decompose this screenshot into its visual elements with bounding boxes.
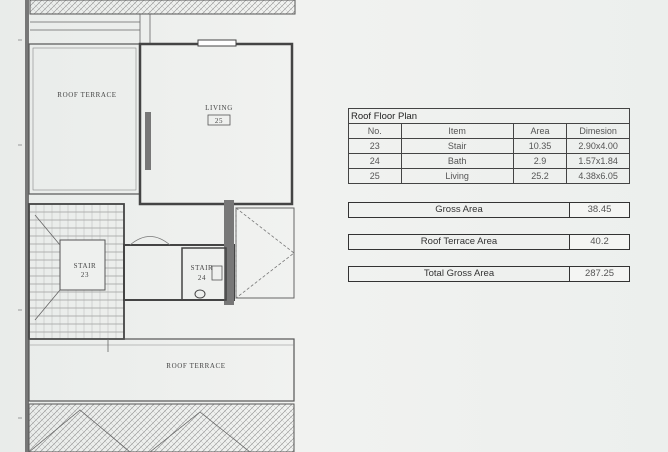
gross-area-box: Gross Area 38.45 — [348, 202, 630, 218]
table-title: Roof Floor Plan — [348, 108, 630, 124]
stair-number: 23 — [81, 271, 89, 279]
table-row: 24 Bath 2.9 1.57x1.84 — [348, 153, 630, 169]
column-header-area: Area — [512, 123, 568, 139]
roof-terrace-bottom-label: ROOF TERRACE — [166, 362, 225, 370]
cell-item: Stair — [400, 138, 514, 154]
cell-no: 25 — [348, 168, 402, 184]
stair-label: STAIR — [74, 262, 97, 270]
floor-plan-svg: ROOF TERRACE LIVING 25 STAIR 23 STAIR 24… — [18, 0, 296, 452]
roof-terrace-area-label: Roof Terrace Area — [420, 236, 498, 247]
bath-label: STAIR — [191, 264, 214, 272]
table-header-row: No. Item Area Dimesion — [348, 123, 630, 139]
cell-item: Bath — [400, 153, 514, 169]
cell-item: Living — [400, 168, 514, 184]
table-caption-row: Roof Floor Plan — [348, 108, 630, 124]
gross-area-value: 38.45 — [569, 203, 629, 217]
roof-terrace-top-label: ROOF TERRACE — [57, 91, 116, 99]
living-number: 25 — [215, 117, 223, 125]
cell-dimension: 4.38x6.05 — [566, 168, 630, 184]
total-gross-area-label: Total Gross Area — [423, 268, 495, 279]
column-header-dimension: Dimesion — [566, 123, 630, 139]
column-header-item: Item — [400, 123, 514, 139]
table-row: 25 Living 25.2 4.38x6.05 — [348, 168, 630, 184]
cell-dimension: 2.90x4.00 — [566, 138, 630, 154]
roof-floor-schedule-table: Roof Floor Plan No. Item Area Dimesion 2… — [348, 108, 630, 184]
cell-no: 23 — [348, 138, 402, 154]
floor-plan-drawing: ROOF TERRACE LIVING 25 STAIR 23 STAIR 24… — [0, 0, 300, 452]
column-header-no: No. — [348, 123, 402, 139]
cell-area: 25.2 — [512, 168, 568, 184]
bath-number: 24 — [198, 274, 206, 282]
gross-area-label: Gross Area — [435, 204, 483, 215]
cell-dimension: 1.57x1.84 — [566, 153, 630, 169]
living-label: LIVING — [205, 104, 233, 112]
total-gross-area-value: 287.25 — [569, 267, 629, 281]
table-row: 23 Stair 10.35 2.90x4.00 — [348, 138, 630, 154]
roof-terrace-area-box: Roof Terrace Area 40.2 — [348, 234, 630, 250]
total-gross-area-box: Total Gross Area 287.25 — [348, 266, 630, 282]
roof-terrace-area-value: 40.2 — [569, 235, 629, 249]
cell-no: 24 — [348, 153, 402, 169]
cell-area: 10.35 — [512, 138, 568, 154]
cell-area: 2.9 — [512, 153, 568, 169]
